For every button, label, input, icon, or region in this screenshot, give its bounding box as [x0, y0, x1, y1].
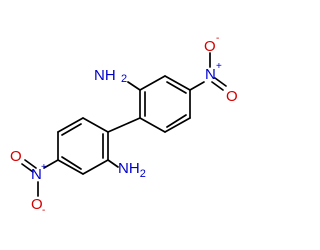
nitrogen-label-upper: N: [205, 66, 216, 83]
nitro-bond: [24, 159, 37, 169]
bond: [139, 117, 166, 133]
positive-charge-upper: +: [216, 61, 222, 72]
amine-bond: [127, 81, 141, 91]
bond: [139, 75, 166, 91]
nitro-bond: [43, 159, 59, 169]
upper-benzene-ring: [139, 75, 191, 133]
bond: [164, 75, 191, 91]
positive-charge-lower: +: [41, 162, 47, 173]
bond: [82, 159, 109, 175]
negative-charge-lower: -: [42, 205, 45, 216]
nitro-bond: [189, 81, 205, 91]
oxygen-label-lower-top: O: [10, 148, 22, 165]
nitro-bond: [214, 77, 227, 87]
bond: [82, 117, 109, 133]
bond: [166, 114, 187, 128]
oxygen-label-upper-top: O: [204, 38, 216, 55]
negative-charge-upper: -: [216, 33, 219, 44]
bond: [61, 156, 82, 170]
biaryl-bond: [107, 117, 141, 133]
oxygen-label-upper-bottom: O: [226, 88, 238, 105]
amine-bond: [107, 159, 119, 168]
bond: [166, 81, 187, 94]
bond: [57, 117, 84, 133]
oxygen-label-lower-bottom: O: [31, 196, 43, 213]
amine-label-upper: NH: [94, 67, 116, 84]
lower-benzene-ring: [57, 117, 109, 175]
bond: [164, 117, 191, 133]
amine-subscript-upper: 2: [121, 73, 127, 85]
nitrogen-label-lower: N: [31, 166, 42, 183]
bond: [61, 123, 82, 136]
bond: [57, 159, 84, 175]
amine-label-lower: NH2: [118, 160, 146, 180]
nitro-bond: [211, 81, 224, 91]
structure-diagram: NH NH2 2 N + O - O N + O O -: [10, 33, 238, 216]
nitro-bond: [21, 163, 34, 173]
